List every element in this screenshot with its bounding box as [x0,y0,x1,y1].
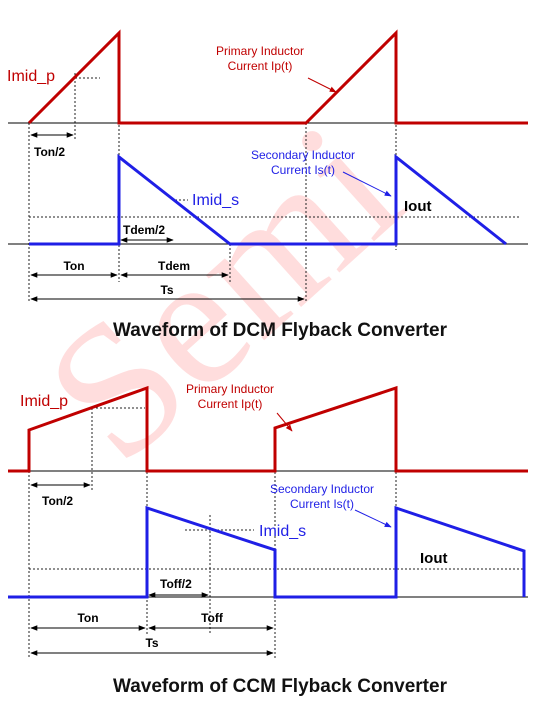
ccm-primary-callout-arrow [276,412,293,432]
watermark-text: Semi [8,84,439,501]
ccm-iout-label: Iout [420,550,448,567]
ccm-imid-p-label: Imid_p [20,393,68,410]
dcm-tdem-label: Tdem [158,259,190,273]
ccm-caption: Waveform of CCM Flyback Converter [113,676,447,697]
ccm-primary-label-line2: Current Ip(t) [198,397,263,411]
ccm-ton-label: Ton [77,611,98,625]
ccm-secondary-label-line2: Current Is(t) [290,497,354,511]
ccm-section: Imid_p Primary Inductor Current Ip(t) To… [8,382,528,658]
ccm-toff-label: Toff [201,611,224,625]
ccm-ton-half-label: Ton/2 [42,494,73,508]
ccm-primary-waveform [8,385,528,473]
ccm-secondary-label-line1: Secondary Inductor [270,482,374,496]
dcm-ton-label: Ton [63,259,84,273]
dcm-secondary-label-line1: Secondary Inductor [251,148,355,162]
dcm-primary-waveform [8,29,528,125]
dcm-ton-half-label: Ton/2 [34,145,65,159]
ccm-time-arrows [30,482,274,656]
dcm-section: Imid_p Primary Inductor Current Ip(t) To… [7,29,528,302]
dcm-secondary-label-line2: Current Is(t) [271,163,335,177]
dcm-time-arrows [30,132,305,302]
ccm-secondary-waveform [8,505,528,599]
dcm-caption: Waveform of DCM Flyback Converter [113,320,447,341]
ccm-ts-label: Ts [145,636,158,650]
watermark: Semi [8,84,439,501]
dcm-primary-label-line2: Current Ip(t) [228,59,293,73]
dcm-primary-label-line1: Primary Inductor [216,44,304,58]
dcm-imid-p-label: Imid_p [7,68,55,85]
dcm-primary-callout-arrow [307,77,337,93]
ccm-primary-label-line1: Primary Inductor [186,382,274,396]
dcm-secondary-callout-arrow [342,171,392,197]
ccm-imid-s-label: Imid_s [259,523,306,540]
dcm-ts-label: Ts [160,283,173,297]
dcm-iout-label: Iout [404,198,432,215]
dcm-tdem-half-label: Tdem/2 [123,223,165,237]
ccm-secondary-callout-arrow [354,509,392,528]
dcm-secondary-waveform [8,153,528,246]
dcm-imid-s-label: Imid_s [192,192,239,209]
ccm-toff-half-label: Toff/2 [160,577,192,591]
